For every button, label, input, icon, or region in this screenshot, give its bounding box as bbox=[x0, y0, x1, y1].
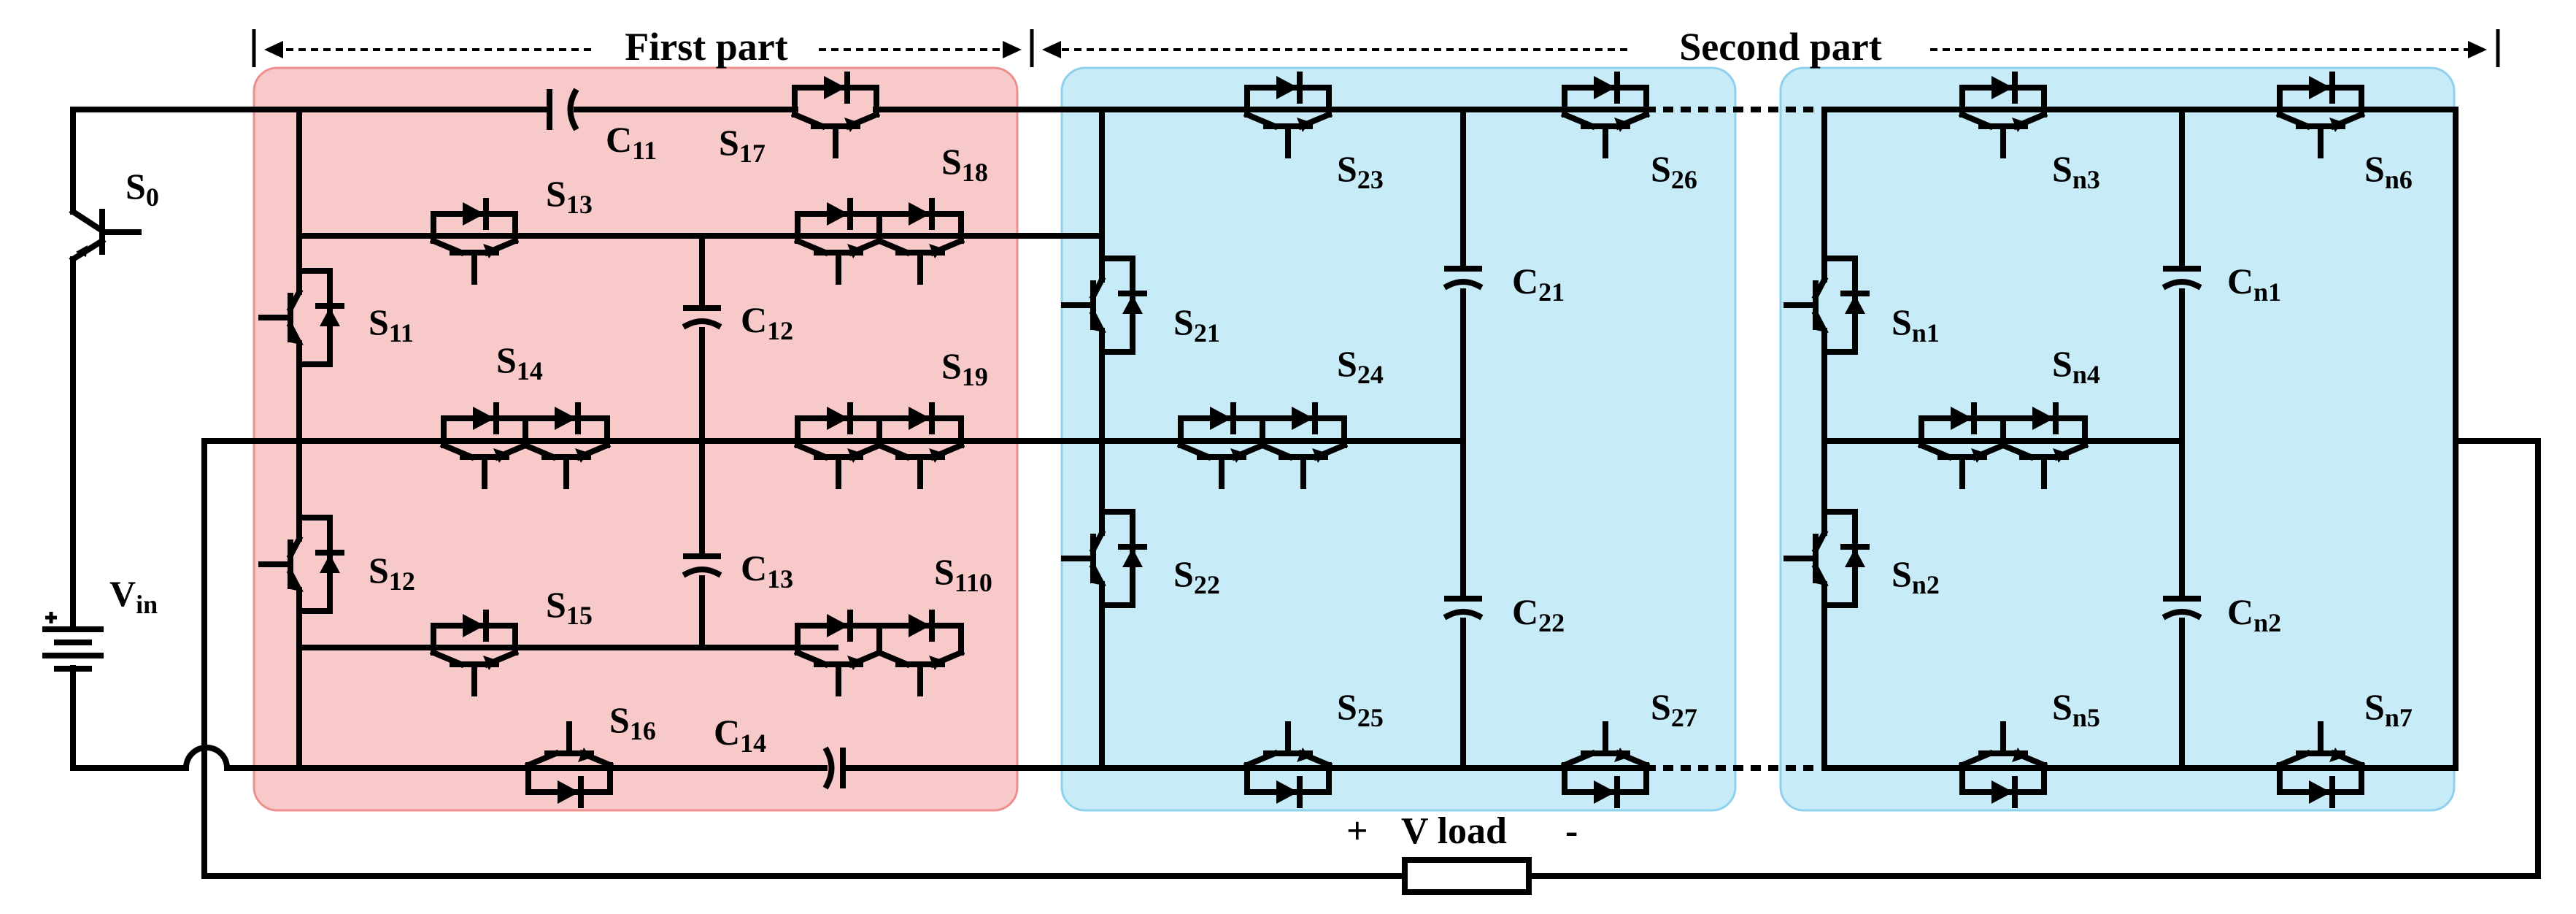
second-part-header-arrow bbox=[1042, 29, 2500, 67]
label-s12: S12 bbox=[369, 550, 415, 596]
battery-vin bbox=[42, 612, 104, 672]
label-sn5: Sn5 bbox=[2052, 686, 2100, 732]
switch-s0 bbox=[69, 191, 142, 264]
load-plus: + bbox=[1346, 810, 1368, 852]
label-s22: S22 bbox=[1173, 553, 1220, 599]
label-sn6: Sn6 bbox=[2364, 148, 2413, 194]
label-s11: S11 bbox=[369, 302, 414, 347]
label-sn2: Sn2 bbox=[1891, 553, 1940, 599]
load-minus: - bbox=[1565, 810, 1578, 852]
capacitor-c11 bbox=[547, 88, 579, 131]
load-resistor bbox=[1402, 857, 1532, 895]
label-sn7: Sn7 bbox=[2364, 686, 2413, 732]
label-s14: S14 bbox=[496, 339, 543, 385]
label-sn3: Sn3 bbox=[2052, 148, 2100, 194]
wiring bbox=[70, 107, 2541, 879]
label-c21: C21 bbox=[1512, 261, 1565, 307]
label-sn4: Sn4 bbox=[2052, 343, 2100, 389]
label-s21: S21 bbox=[1173, 302, 1220, 347]
label-s15: S15 bbox=[546, 584, 593, 630]
label-s26: S26 bbox=[1651, 148, 1697, 194]
label-s27: S27 bbox=[1651, 686, 1697, 732]
label-s0: S0 bbox=[126, 166, 159, 212]
load-label: V load bbox=[1401, 810, 1507, 852]
label-cn2: Cn2 bbox=[2227, 591, 2281, 637]
capacitor-c14 bbox=[822, 746, 846, 790]
label-c12: C12 bbox=[741, 299, 793, 345]
label-c13: C13 bbox=[741, 548, 793, 594]
label-sn1: Sn1 bbox=[1891, 302, 1940, 347]
label-s13: S13 bbox=[546, 173, 593, 219]
label-s17: S17 bbox=[719, 122, 766, 168]
label-cn1: Cn1 bbox=[2227, 261, 2281, 307]
second-part-title: Second part bbox=[1679, 25, 1882, 69]
label-s25: S25 bbox=[1337, 686, 1384, 732]
label-vin: Vin bbox=[109, 573, 158, 619]
label-c22: C22 bbox=[1512, 591, 1565, 637]
label-s24: S24 bbox=[1337, 343, 1384, 389]
label-c11: C11 bbox=[606, 119, 657, 165]
label-s18: S18 bbox=[941, 141, 988, 187]
label-s110: S110 bbox=[934, 551, 992, 597]
label-s16: S16 bbox=[609, 699, 656, 745]
label-s23: S23 bbox=[1337, 148, 1384, 194]
label-c14: C14 bbox=[714, 712, 766, 758]
first-part-title: First part bbox=[625, 25, 787, 69]
label-s19: S19 bbox=[941, 345, 988, 391]
first-part-header-arrow bbox=[252, 29, 1034, 67]
